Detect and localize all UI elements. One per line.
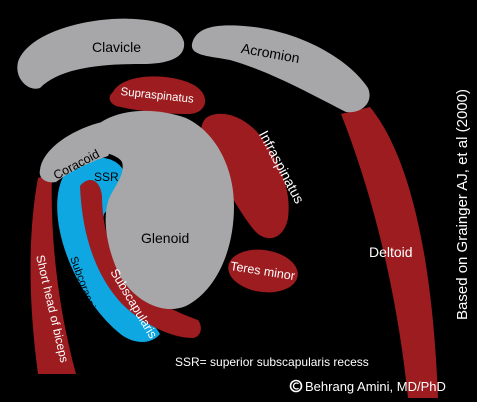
biceps-muscle (30, 174, 76, 374)
deltoid-label: Deltoid (369, 244, 413, 260)
acromion-bone (191, 25, 370, 113)
supraspinatus-muscle (109, 76, 206, 114)
copyright-icon (289, 379, 303, 393)
clavicle-label: Clavicle (92, 39, 141, 55)
infraspinatus-muscle (201, 113, 289, 239)
clavicle-bone (17, 18, 185, 89)
credit-text: Behrang Amini, MD/PhD (305, 379, 446, 394)
subscapularis-muscle (80, 180, 201, 338)
glenoid-bone (86, 110, 234, 310)
ssr-label: SSR (94, 170, 119, 184)
glenoid-label: Glenoid (141, 230, 189, 246)
teres-minor-muscle (228, 249, 298, 293)
deltoid-shape (341, 107, 438, 398)
legend-text: SSR= superior subscapularis recess (175, 355, 369, 369)
source-citation: Based on Grainger AJ, et al (2000) (454, 89, 471, 320)
